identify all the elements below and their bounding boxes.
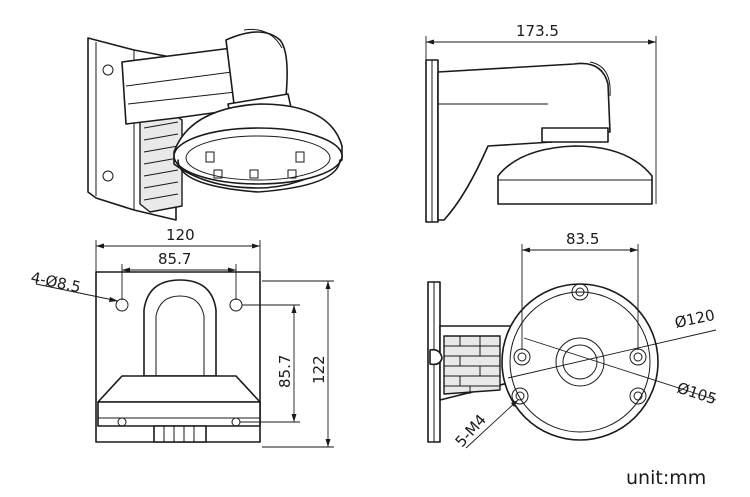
dim-hole-spacing-v: 85.7 bbox=[276, 355, 294, 388]
dim-hole-size: 4-Ø8.5 bbox=[29, 268, 82, 296]
dim-dome-hole-spacing: 83.5 bbox=[566, 230, 599, 248]
unit-label: unit:mm bbox=[626, 467, 706, 489]
front-view: 120 85.7 85.7 122 4-Ø8.5 bbox=[29, 226, 334, 448]
dim-dome-outer: Ø120 bbox=[673, 306, 716, 332]
dim-plate-height: 122 bbox=[310, 355, 328, 384]
dim-dome-inner: Ø105 bbox=[675, 379, 719, 409]
dim-hole-spacing-h: 85.7 bbox=[158, 250, 191, 268]
dim-plate-width: 120 bbox=[166, 226, 195, 244]
bottom-view: 83.5 Ø120 Ø105 5-M4 bbox=[427, 230, 719, 451]
side-view: 173.5 bbox=[425, 22, 657, 223]
isometric-view bbox=[87, 28, 343, 221]
dim-side-width: 173.5 bbox=[516, 22, 559, 40]
